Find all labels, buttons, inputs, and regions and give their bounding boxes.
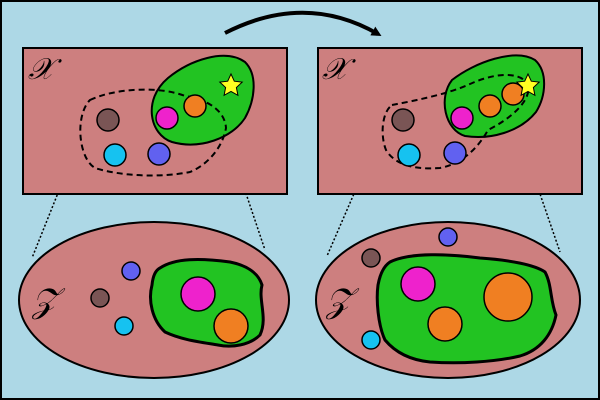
point-orange <box>183 94 207 118</box>
transition-arrow-icon <box>224 10 382 36</box>
point-orange <box>478 94 502 118</box>
point-cyan <box>103 143 127 167</box>
point-cyan <box>397 143 421 167</box>
point-blue <box>147 142 171 166</box>
latent-point-orange <box>213 308 249 344</box>
latent-point-orange <box>427 306 463 342</box>
latent-point-magenta <box>400 266 436 302</box>
point-magenta <box>450 106 474 130</box>
point-brown <box>96 108 120 132</box>
dashed-region <box>381 73 530 170</box>
latent-point-orange-large <box>483 272 533 322</box>
point-magenta <box>155 106 179 130</box>
right-panel: 𝒳 𝒵 <box>315 47 583 379</box>
dashed-region <box>79 88 228 177</box>
left-panel: 𝒳 𝒵 <box>18 47 290 379</box>
zoom-line-right <box>227 139 266 251</box>
latent-point-cyan <box>114 316 134 336</box>
latent-point-cyan <box>361 330 381 350</box>
star-icon <box>515 72 541 97</box>
point-brown <box>391 108 415 132</box>
point-blue <box>443 141 467 165</box>
latent-point-brown <box>90 288 110 308</box>
latent-point-brown <box>361 248 381 268</box>
star-icon <box>218 72 244 97</box>
latent-point-blue <box>121 261 141 281</box>
latent-point-blue <box>438 227 458 247</box>
latent-point-magenta <box>180 276 216 312</box>
